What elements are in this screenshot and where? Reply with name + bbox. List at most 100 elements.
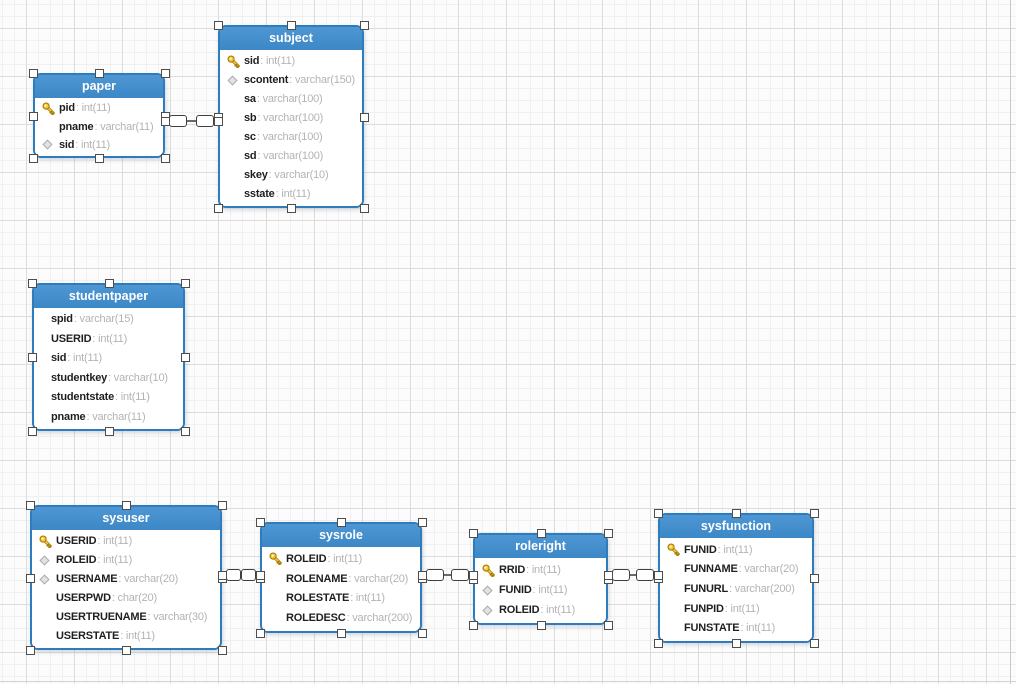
selection-handle[interactable]: [218, 646, 227, 655]
field-row[interactable]: skeyvarchar(10): [227, 166, 359, 184]
selection-handle[interactable]: [360, 21, 369, 30]
connector-endpoint-stub[interactable]: [636, 569, 654, 581]
connector-sysrole-roleright[interactable]: [422, 568, 473, 582]
field-row[interactable]: scontentvarchar(150): [227, 71, 359, 89]
field-row[interactable]: FUNIDint(11): [482, 581, 603, 599]
connector-paper-subject[interactable]: [165, 114, 218, 128]
connector-handle[interactable]: [469, 571, 478, 580]
connector-handle[interactable]: [654, 571, 663, 580]
table-title[interactable]: subject: [220, 27, 362, 50]
field-row[interactable]: ROLEIDint(11): [482, 601, 603, 619]
connector-endpoint-stub[interactable]: [196, 115, 214, 127]
field-row[interactable]: FUNPIDint(11): [667, 600, 809, 618]
selection-handle[interactable]: [732, 639, 741, 648]
selection-handle[interactable]: [104, 427, 114, 436]
selection-handle[interactable]: [654, 639, 663, 648]
field-row[interactable]: pnamevarchar(11): [41, 408, 180, 426]
connector-handle[interactable]: [256, 571, 265, 580]
table-sysuser[interactable]: sysuserUSERIDint(11)ROLEIDint(11)USERNAM…: [30, 505, 222, 650]
selection-handle[interactable]: [122, 646, 131, 655]
connector-line[interactable]: [165, 120, 218, 122]
field-row[interactable]: USERSTATEint(11): [39, 627, 217, 645]
selection-handle[interactable]: [214, 21, 223, 30]
connector-roleright-sysfunction[interactable]: [608, 568, 658, 582]
selection-handle[interactable]: [536, 529, 546, 538]
field-row[interactable]: sstateint(11): [227, 185, 359, 203]
selection-handle[interactable]: [95, 154, 104, 163]
selection-handle[interactable]: [28, 279, 37, 288]
field-row[interactable]: sbvarchar(100): [227, 109, 359, 127]
selection-handle[interactable]: [604, 621, 613, 630]
selection-handle[interactable]: [418, 629, 427, 638]
selection-handle[interactable]: [161, 154, 170, 163]
table-title[interactable]: sysrole: [262, 524, 420, 547]
connector-endpoint-stub[interactable]: [169, 115, 187, 127]
selection-handle[interactable]: [218, 501, 227, 510]
selection-handle[interactable]: [732, 509, 741, 518]
field-row[interactable]: FUNSTATEint(11): [667, 619, 809, 637]
selection-handle[interactable]: [654, 509, 663, 518]
selection-handle[interactable]: [337, 518, 346, 527]
selection-handle[interactable]: [256, 518, 265, 527]
field-row[interactable]: scvarchar(100): [227, 128, 359, 146]
selection-handle[interactable]: [469, 621, 478, 630]
field-row[interactable]: sidint(11): [42, 136, 160, 154]
selection-handle[interactable]: [287, 21, 296, 30]
selection-handle[interactable]: [214, 204, 223, 213]
selection-handle[interactable]: [26, 646, 35, 655]
selection-handle[interactable]: [810, 639, 819, 648]
table-title[interactable]: roleright: [475, 535, 606, 558]
selection-handle[interactable]: [418, 518, 427, 527]
connector-handle[interactable]: [218, 571, 227, 580]
connector-endpoint-stub[interactable]: [612, 569, 630, 581]
selection-handle[interactable]: [256, 629, 265, 638]
table-sysfunction[interactable]: sysfunctionFUNIDint(11)FUNNAMEvarchar(20…: [658, 513, 814, 643]
selection-handle[interactable]: [29, 154, 38, 163]
field-row[interactable]: sidint(11): [227, 52, 359, 70]
selection-handle[interactable]: [181, 353, 190, 362]
connector-endpoint-stub[interactable]: [241, 569, 256, 581]
field-row[interactable]: ROLEIDint(11): [269, 550, 417, 568]
field-row[interactable]: FUNURLvarchar(200): [667, 580, 809, 598]
connector-line[interactable]: [422, 574, 473, 576]
connector-endpoint-stub[interactable]: [451, 569, 469, 581]
table-title[interactable]: studentpaper: [34, 285, 183, 308]
field-row[interactable]: ROLENAMEvarchar(20): [269, 570, 417, 588]
selection-handle[interactable]: [536, 621, 546, 630]
connector-sysuser-sysrole[interactable]: [222, 568, 260, 582]
selection-handle[interactable]: [26, 573, 35, 583]
selection-handle[interactable]: [810, 574, 819, 583]
connector-handle[interactable]: [161, 117, 170, 126]
field-row[interactable]: savarchar(100): [227, 90, 359, 108]
field-row[interactable]: ROLESTATEint(11): [269, 589, 417, 607]
selection-handle[interactable]: [161, 69, 170, 78]
table-title[interactable]: paper: [35, 75, 163, 98]
connector-endpoint-stub[interactable]: [226, 569, 241, 581]
field-row[interactable]: sidint(11): [41, 349, 180, 367]
field-row[interactable]: FUNNAMEvarchar(20): [667, 560, 809, 578]
selection-handle[interactable]: [604, 529, 613, 538]
field-row[interactable]: USERNAMEvarchar(20): [39, 570, 217, 588]
selection-handle[interactable]: [360, 112, 369, 122]
field-row[interactable]: ROLEIDint(11): [39, 551, 217, 569]
field-row[interactable]: USERIDint(11): [39, 532, 217, 550]
selection-handle[interactable]: [95, 69, 104, 78]
field-row[interactable]: RRIDint(11): [482, 561, 603, 579]
selection-handle[interactable]: [122, 501, 131, 510]
field-row[interactable]: USERIDint(11): [41, 330, 180, 348]
selection-handle[interactable]: [104, 279, 114, 288]
field-row[interactable]: FUNIDint(11): [667, 541, 809, 559]
selection-handle[interactable]: [360, 204, 369, 213]
field-row[interactable]: spidvarchar(15): [41, 310, 180, 328]
selection-handle[interactable]: [28, 427, 37, 436]
table-title[interactable]: sysuser: [32, 507, 220, 530]
selection-handle[interactable]: [26, 501, 35, 510]
selection-handle[interactable]: [29, 111, 38, 121]
field-row[interactable]: USERTRUENAMEvarchar(30): [39, 608, 217, 626]
field-row[interactable]: sdvarchar(100): [227, 147, 359, 165]
selection-handle[interactable]: [181, 279, 190, 288]
selection-handle[interactable]: [28, 353, 37, 362]
table-paper[interactable]: paperpidint(11)pnamevarchar(11)sidint(11…: [33, 73, 165, 158]
selection-handle[interactable]: [810, 509, 819, 518]
